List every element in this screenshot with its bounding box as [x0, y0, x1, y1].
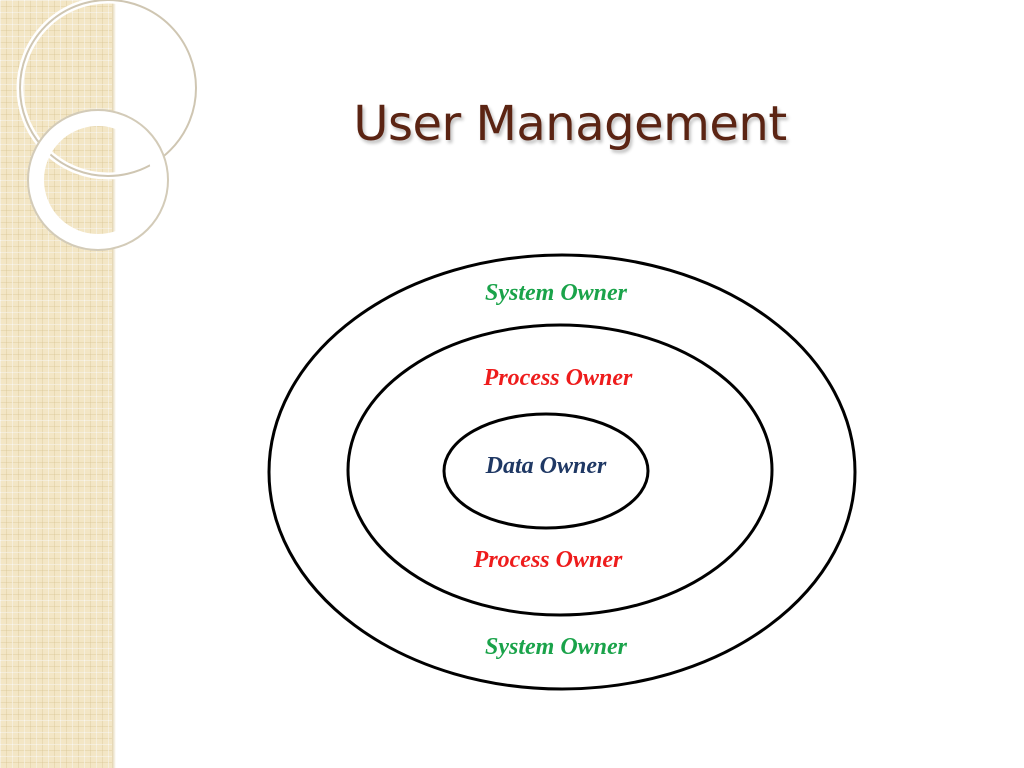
decorative-circles [16, 0, 200, 251]
decorative-ring-large-shade [19, 0, 197, 177]
outer-ring-bottom-label: System Owner [485, 634, 628, 660]
outer-ring-top-label: System Owner [485, 280, 628, 306]
slide-title: User Management [353, 96, 787, 152]
middle-ellipse [346, 323, 774, 617]
inner-ring-label: Data Owner [485, 453, 607, 479]
outer-ellipse [267, 253, 857, 691]
side-panel-edge [112, 0, 116, 768]
decorative-ring-small [28, 110, 168, 250]
middle-ring-bottom-label: Process Owner [473, 547, 623, 573]
middle-ring-top-label: Process Owner [483, 365, 633, 391]
decorative-ring-small-shade [27, 109, 169, 251]
inner-ellipse [442, 412, 650, 530]
